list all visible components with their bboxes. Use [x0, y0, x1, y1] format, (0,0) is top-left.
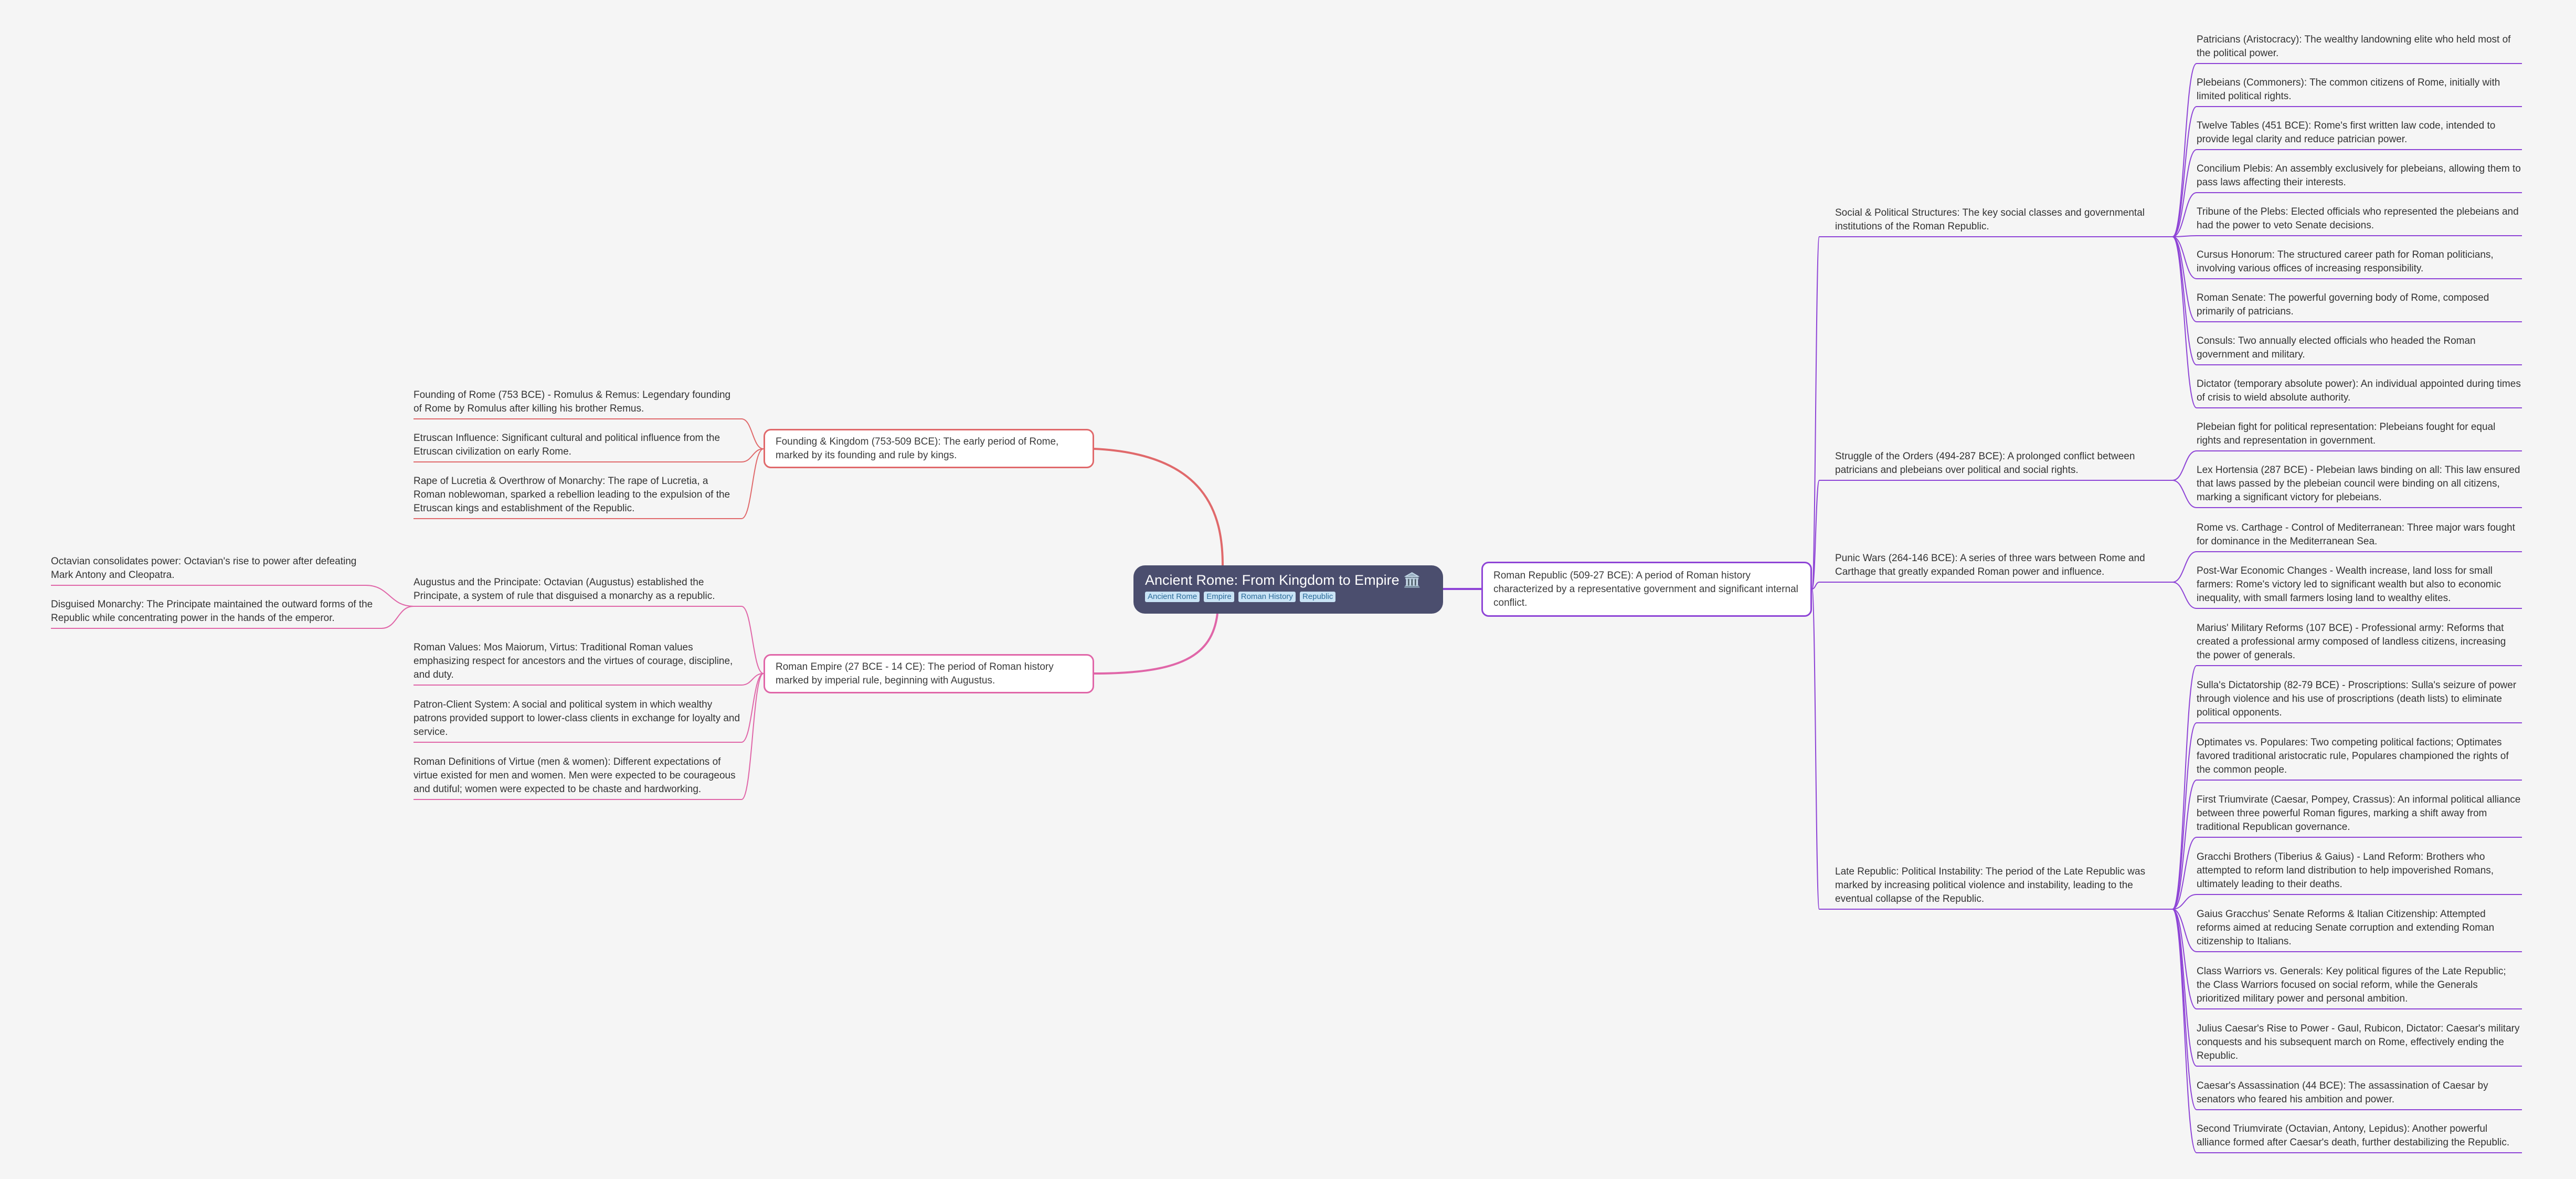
- connector-leaf-concilium-plebis: [2172, 192, 2197, 237]
- leaf-octavian-consolidates[interactable]: Octavian consolidates power: Octavian's …: [51, 556, 357, 581]
- central-topic-title: Ancient Rome: From Kingdom to Empire 🏛️: [1145, 572, 1421, 588]
- leaf-consuls[interactable]: Consuls: Two annually elected officials …: [2197, 335, 2476, 360]
- leaf-founding-of-rome[interactable]: Founding of Rome (753 BCE) - Romulus & R…: [414, 390, 731, 414]
- connector-republic-1: [1811, 480, 1820, 590]
- connector-leaf-roman-senate: [2172, 236, 2197, 322]
- connector-empire-1: [741, 673, 764, 686]
- leaf-patricians[interactable]: Patricians (Aristocracy): The wealthy la…: [2197, 34, 2511, 59]
- leaf-first-triumvirate[interactable]: First Triumvirate (Caesar, Pompey, Crass…: [2197, 794, 2521, 833]
- connector-leaf-gaius-gracchus: [2172, 909, 2197, 952]
- leaf-second-triumvirate[interactable]: Second Triumvirate (Octavian, Antony, Le…: [2197, 1123, 2510, 1148]
- leaf-concilium-plebis[interactable]: Concilium Plebis: An assembly exclusivel…: [2197, 163, 2521, 188]
- connector-leaf-plebeians: [2172, 106, 2197, 237]
- branch-roman-empire[interactable]: Roman Empire (27 BCE - 14 CE): The perio…: [764, 654, 1094, 693]
- connector-leaf-caesar-rise: [2172, 909, 2197, 1067]
- leaf-disguised-monarchy[interactable]: Disguised Monarchy: The Principate maint…: [51, 599, 373, 624]
- leaf-marius-reforms[interactable]: Marius' Military Reforms (107 BCE) - Pro…: [2197, 623, 2506, 661]
- branch-empire-label: Roman Empire (27 BCE - 14 CE): The perio…: [776, 661, 1054, 686]
- connector-leaf-tribune-plebs: [2172, 235, 2197, 237]
- connector-leaf-first-triumvirate: [2172, 837, 2197, 910]
- leaf-cursus-honorum[interactable]: Cursus Honorum: The structured career pa…: [2197, 249, 2494, 274]
- connector-founding-1: [741, 448, 764, 462]
- connector-leaf-lex-hortensia: [2172, 480, 2197, 508]
- branch-republic-label: Roman Republic (509-27 BCE): A period of…: [1493, 570, 1798, 608]
- leaf-plebeians[interactable]: Plebeians (Commoners): The common citize…: [2197, 77, 2500, 102]
- leaf-class-warriors-generals[interactable]: Class Warriors vs. Generals: Key politic…: [2197, 966, 2506, 1004]
- leaf-gracchi-brothers[interactable]: Gracchi Brothers (Tiberius & Gaius) - La…: [2197, 851, 2494, 890]
- connector-leaf-dictator: [2172, 236, 2197, 408]
- connector-empire-0: [741, 606, 764, 674]
- leaf-caesar-assassination[interactable]: Caesar's Assassination (44 BCE): The ass…: [2197, 1080, 2488, 1105]
- connector-republic-0: [1811, 236, 1820, 590]
- tag-list: Ancient Rome Empire Roman History Republ…: [1145, 592, 1432, 602]
- connector-root-founding: [1094, 448, 1224, 566]
- leaf-roman-values[interactable]: Roman Values: Mos Maiorum, Virtus: Tradi…: [414, 642, 733, 680]
- connector-leaf-post-war-economics: [2172, 582, 2197, 609]
- connector-leaf-twelve-tables: [2172, 149, 2197, 237]
- leaf-caesar-rise[interactable]: Julius Caesar's Rise to Power - Gaul, Ru…: [2197, 1023, 2520, 1061]
- group-struggle-orders[interactable]: Struggle of the Orders (494-287 BCE): A …: [1835, 451, 2135, 476]
- leaf-tribune-plebs[interactable]: Tribune of the Plebs: Elected officials …: [2197, 206, 2519, 231]
- tag-roman-history[interactable]: Roman History: [1238, 592, 1296, 602]
- tag-ancient-rome[interactable]: Ancient Rome: [1145, 592, 1200, 602]
- connector-leaf-rome-vs-carthage: [2172, 551, 2197, 583]
- connector-leaf-gracchi-brothers: [2172, 894, 2197, 910]
- connector-founding-0: [741, 418, 764, 449]
- connector-leaf-marius-reforms: [2172, 665, 2197, 910]
- leaf-dictator[interactable]: Dictator (temporary absolute power): An …: [2197, 378, 2521, 403]
- connector-republic-2: [1811, 582, 1820, 590]
- branch-roman-republic[interactable]: Roman Republic (509-27 BCE): A period of…: [1481, 562, 1812, 617]
- leaf-roman-senate[interactable]: Roman Senate: The powerful governing bod…: [2197, 292, 2489, 317]
- leaf-virtue-definitions[interactable]: Roman Definitions of Virtue (men & women…: [414, 756, 736, 795]
- leaf-twelve-tables[interactable]: Twelve Tables (451 BCE): Rome's first wr…: [2197, 120, 2496, 145]
- connector-leaf-optimates-populares: [2172, 780, 2197, 910]
- leaf-rome-vs-carthage[interactable]: Rome vs. Carthage - Control of Mediterra…: [2197, 522, 2515, 547]
- group-punic-wars[interactable]: Punic Wars (264-146 BCE): A series of th…: [1835, 553, 2145, 577]
- connector-empire-3: [741, 673, 764, 800]
- leaf-patron-client[interactable]: Patron-Client System: A social and polit…: [414, 699, 740, 738]
- connector-augustus-0: [365, 585, 414, 607]
- branch-founding-kingdom[interactable]: Founding & Kingdom (753-509 BCE): The ea…: [764, 429, 1094, 468]
- leaf-gaius-gracchus[interactable]: Gaius Gracchus' Senate Reforms & Italian…: [2197, 909, 2495, 947]
- branch-founding-label: Founding & Kingdom (753-509 BCE): The ea…: [776, 436, 1059, 461]
- connector-leaf-plebeian-fight: [2172, 450, 2197, 481]
- leaf-augustus-principate[interactable]: Augustus and the Principate: Octavian (A…: [414, 577, 715, 602]
- connector-leaf-cursus-honorum: [2172, 236, 2197, 279]
- connector-leaf-patricians: [2172, 63, 2197, 237]
- tag-empire[interactable]: Empire: [1204, 592, 1234, 602]
- leaf-etruscan-influence[interactable]: Etruscan Influence: Significant cultural…: [414, 433, 720, 457]
- connector-leaf-consuls: [2172, 236, 2197, 365]
- tag-republic[interactable]: Republic: [1299, 592, 1336, 602]
- connector-root-empire: [1094, 613, 1218, 675]
- group-social-political[interactable]: Social & Political Structures: The key s…: [1835, 207, 2145, 232]
- connector-augustus-1: [381, 606, 414, 629]
- leaf-optimates-populares[interactable]: Optimates vs. Populares: Two competing p…: [2197, 737, 2509, 775]
- leaf-lucretia-overthrow[interactable]: Rape of Lucretia & Overthrow of Monarchy…: [414, 476, 730, 514]
- central-topic[interactable]: Ancient Rome: From Kingdom to Empire 🏛️ …: [1133, 565, 1443, 614]
- connector-leaf-sulla-dictatorship: [2172, 722, 2197, 910]
- connector-leaf-class-warriors-generals: [2172, 909, 2197, 1009]
- group-late-republic[interactable]: Late Republic: Political Instability: Th…: [1835, 866, 2146, 904]
- leaf-plebeian-fight[interactable]: Plebeian fight for political representat…: [2197, 422, 2496, 446]
- connector-leaf-second-triumvirate: [2172, 909, 2197, 1153]
- leaf-post-war-economics[interactable]: Post-War Economic Changes - Wealth incre…: [2197, 565, 2501, 604]
- connector-republic-3: [1811, 588, 1820, 910]
- leaf-sulla-dictatorship[interactable]: Sulla's Dictatorship (82-79 BCE) - Prosc…: [2197, 680, 2517, 718]
- leaf-lex-hortensia[interactable]: Lex Hortensia (287 BCE) - Plebeian laws …: [2197, 465, 2520, 503]
- connector-empire-2: [741, 673, 764, 743]
- connector-founding-2: [741, 448, 764, 519]
- connector-leaf-caesar-assassination: [2172, 909, 2197, 1110]
